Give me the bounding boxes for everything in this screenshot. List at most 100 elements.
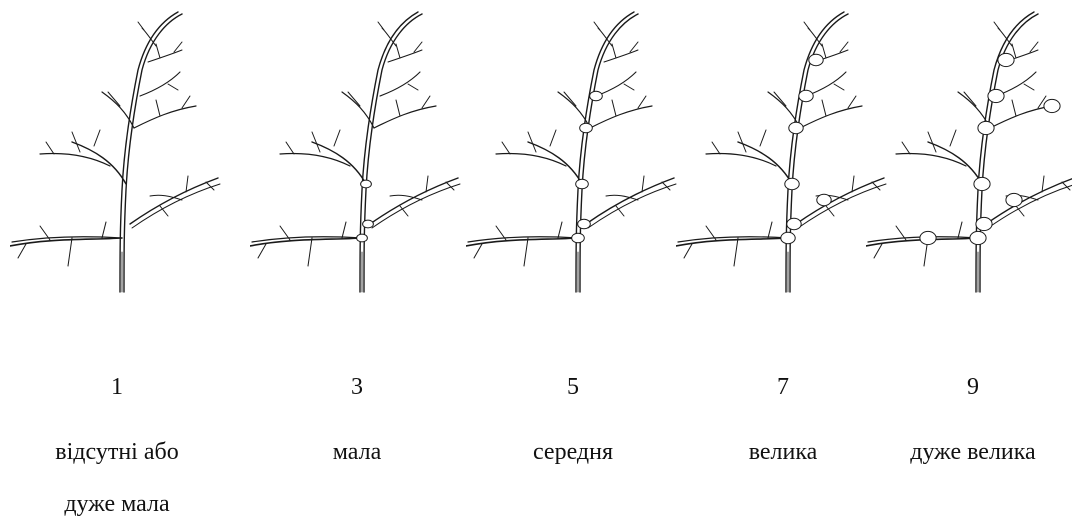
thorn (949, 129, 957, 147)
bud-node (987, 88, 1005, 104)
scale-label: відсутні або дуже мала (55, 439, 179, 517)
thorn (279, 225, 291, 241)
thorn (927, 131, 937, 153)
thorn (1011, 99, 1017, 117)
bud-node (816, 193, 832, 207)
side-branch (589, 105, 653, 129)
thorn (137, 21, 145, 31)
side-branch (985, 178, 1072, 225)
bud-node (786, 217, 802, 231)
branch-illustration (10, 11, 221, 293)
bud-node (780, 231, 796, 245)
bud-node (788, 121, 804, 135)
side-branch (373, 105, 437, 129)
thorn (623, 83, 635, 91)
side-branch (311, 141, 367, 185)
side-branch (39, 152, 111, 167)
thorn (167, 83, 179, 91)
side-branch (251, 236, 363, 243)
thorn (641, 175, 645, 193)
branch-stem (363, 13, 423, 293)
pubescence-scale-figure: 1 відсутні або дуже мала 3 мала 5 середн… (10, 11, 1072, 517)
thorn (205, 181, 215, 191)
thorn (803, 21, 811, 31)
thorn (523, 237, 529, 267)
side-branch (737, 141, 793, 185)
thorn (833, 83, 845, 91)
thorn (963, 91, 977, 107)
side-branch (101, 91, 135, 129)
thorn (593, 21, 601, 31)
thorn (333, 129, 341, 147)
side-branch (799, 105, 863, 129)
side-branch (369, 177, 459, 225)
thorn (1037, 95, 1047, 109)
scale-score: 5 (567, 374, 579, 400)
side-branch (527, 141, 583, 185)
thorn (957, 221, 963, 239)
scale-score: 7 (777, 374, 789, 400)
thorn (399, 205, 409, 217)
side-branch (279, 152, 351, 167)
bud-node (577, 218, 591, 230)
thorn (495, 225, 507, 241)
bud-node (579, 122, 593, 134)
bud-node (798, 89, 814, 103)
side-branch (595, 71, 637, 97)
side-branch (495, 152, 567, 167)
thorn (311, 131, 321, 153)
thorn (257, 243, 267, 259)
thorn (759, 129, 767, 147)
thorn (1029, 41, 1039, 53)
thorn (1015, 205, 1025, 217)
bud-node (575, 178, 589, 190)
bud-node (362, 219, 374, 229)
side-branch (129, 177, 219, 225)
bud-node (997, 52, 1015, 68)
side-branch (677, 236, 789, 243)
thorn (1011, 43, 1017, 59)
bud-node (784, 177, 800, 191)
side-branch (466, 237, 579, 247)
thorn (563, 91, 577, 107)
side-branch (587, 183, 677, 229)
thorn (873, 243, 883, 259)
scale-score: 3 (351, 374, 363, 400)
side-branch (133, 105, 197, 129)
bud-node (1005, 192, 1023, 208)
thorn (733, 237, 739, 267)
thorn (1023, 83, 1035, 91)
thorn (825, 205, 835, 217)
scale-score: 1 (111, 374, 123, 400)
thorn (39, 225, 51, 241)
thorn (445, 181, 455, 191)
branch-illustration (466, 11, 677, 293)
side-branch (603, 49, 639, 63)
thorn (173, 41, 183, 53)
bud-node (589, 90, 603, 102)
thorn (773, 91, 787, 107)
thorn (377, 21, 385, 31)
side-branch (341, 91, 375, 129)
thorn (93, 129, 101, 147)
scale-score: 9 (967, 374, 979, 400)
thorn (17, 243, 27, 259)
thorn (407, 83, 419, 91)
bud-node (360, 179, 372, 189)
thorn (159, 205, 169, 217)
thorn (901, 141, 911, 155)
side-branch (389, 194, 423, 201)
side-branch (11, 236, 123, 243)
thorn (629, 41, 639, 53)
thorn (107, 91, 121, 107)
bud-node (571, 232, 585, 244)
side-branch (927, 141, 983, 185)
thorn (45, 141, 55, 155)
side-branch (139, 71, 181, 97)
thorn (185, 175, 189, 193)
bud-node (1043, 98, 1061, 114)
thorn (341, 221, 347, 239)
thorn (101, 221, 107, 239)
branch-stem (579, 13, 639, 293)
thorn (527, 131, 537, 153)
